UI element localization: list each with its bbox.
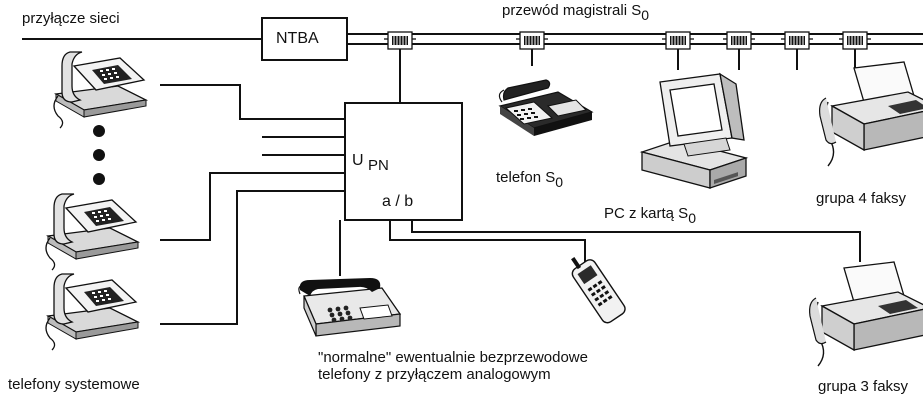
fax-machine-icon: [808, 261, 923, 367]
desk-phone-icon: [53, 51, 147, 129]
pc-label: PC z kartą S0: [604, 205, 696, 226]
line-fax3: [411, 220, 861, 262]
isdn-socket-icon: [722, 31, 756, 50]
isdn-socket-icon: [838, 31, 872, 50]
isdn-phone-icon: [498, 79, 594, 136]
analog-phone-icon: [298, 278, 402, 337]
ntba-box: [261, 17, 348, 61]
pbx-box: [344, 102, 463, 221]
fax-machine-icon: [818, 61, 923, 167]
desktop-pc-icon: [639, 72, 749, 189]
cordless-phone-icon: [571, 256, 626, 324]
line-phone2: [160, 172, 345, 241]
system-phones-label: telefony systemowe: [8, 376, 140, 393]
isdn-socket-icon: [383, 31, 417, 50]
desk-phone-icon: [45, 273, 139, 351]
ntba-label: NTBA: [276, 30, 319, 47]
isdn-socket-icon: [661, 31, 695, 50]
fax-group3-label: grupa 3 faksy: [818, 378, 909, 395]
fax-group4-label: grupa 4 faksy: [816, 190, 907, 207]
isdn-socket-icon: [515, 31, 549, 50]
upn-label: U PN: [352, 152, 389, 174]
line-phone3: [160, 190, 345, 325]
line-cordless: [389, 220, 586, 278]
connection-lines: [22, 33, 923, 325]
mains-connection-label: przyłącze sieci: [22, 10, 120, 27]
desk-phone-icon: [45, 193, 139, 271]
s0-phone-label: telefon S0: [496, 169, 564, 190]
analog-phones-label-line1: "normalne" ewentualnie bezprzewodowe: [318, 349, 588, 366]
s0-bus-label: przewód magistrali S0: [502, 2, 650, 23]
line-phone1: [160, 84, 345, 120]
analog-phones-label-line2: telefony z przyłączem analogowym: [318, 366, 551, 383]
isdn-socket-icon: [780, 31, 814, 50]
ellipsis-dots: [93, 125, 105, 185]
ab-label: a / b: [382, 193, 414, 210]
